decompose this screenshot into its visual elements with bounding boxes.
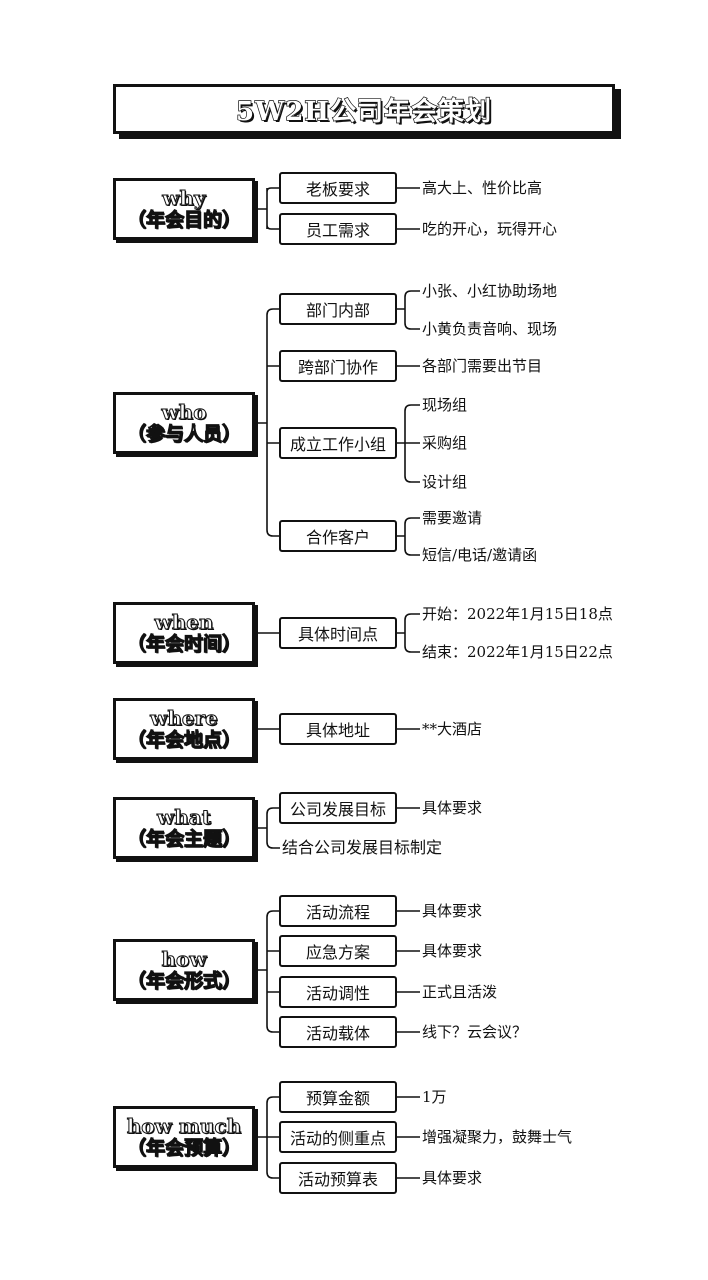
leaf-text: 线下？云会议？ (422, 1023, 528, 1041)
leaf-text: 开始：2022年1月15日18点 (422, 605, 613, 623)
node-activity-tone: 活动调性 (279, 976, 397, 1008)
node-label: 应急方案 (305, 943, 370, 962)
node-specific-address: 具体地址 (279, 713, 397, 745)
node-working-group: 成立工作小组 (279, 427, 397, 459)
node-employee-needs: 员工需求 (279, 213, 397, 245)
node-label: 活动流程 (305, 903, 370, 922)
category-when: when （年会时间） (113, 602, 255, 664)
node-activity-focus: 活动的侧重点 (279, 1121, 397, 1153)
leaf-text: 需要邀请 (422, 509, 483, 527)
node-label: 活动调性 (305, 984, 370, 1003)
node-label: 预算金额 (305, 1089, 370, 1108)
node-partner-clients: 合作客户 (279, 520, 397, 552)
leaf-text: 具体要求 (422, 902, 483, 920)
leaf-text: 吃的开心，玩得开心 (422, 220, 558, 238)
leaf-text: 1万 (422, 1088, 447, 1106)
leaf-text: 具体要求 (422, 799, 483, 817)
category-how: how （年会形式） (113, 939, 255, 1001)
node-activity-medium: 活动载体 (279, 1016, 397, 1048)
leaf-text: 各部门需要出节目 (422, 357, 543, 375)
node-contingency-plan: 应急方案 (279, 935, 397, 967)
leaf-text: 现场组 (422, 396, 468, 414)
node-label: 具体地址 (305, 721, 370, 740)
category-label-en: how (161, 947, 207, 971)
node-cross-department: 跨部门协作 (279, 350, 397, 382)
node-label: 具体时间点 (297, 625, 378, 644)
leaf-text: 采购组 (422, 434, 468, 452)
category-what: what （年会主题） (113, 797, 255, 859)
leaf-text: 短信/电话/邀请函 (422, 546, 538, 564)
node-label: 跨部门协作 (297, 358, 378, 377)
node-label: 部门内部 (305, 301, 370, 320)
category-label-en: why (162, 186, 206, 210)
category-who: who （参与人员） (113, 392, 255, 454)
leaf-text: 增强凝聚力，鼓舞士气 (422, 1128, 573, 1146)
leaf-text: 设计组 (422, 473, 468, 491)
node-budget-sheet: 活动预算表 (279, 1162, 397, 1194)
category-label-en: where (150, 706, 219, 730)
node-company-goals: 公司发展目标 (279, 792, 397, 824)
category-label-cn: （年会地点） (126, 729, 241, 752)
category-label-cn: （年会预算） (126, 1137, 241, 1160)
category-label-en: how much (126, 1114, 242, 1138)
leaf-text: 具体要求 (422, 942, 483, 960)
category-label-en: what (157, 805, 212, 829)
node-label: 员工需求 (305, 221, 370, 240)
node-label: 活动载体 (305, 1024, 370, 1043)
leaf-text: 小张、小红协助场地 (422, 282, 558, 300)
node-label: 成立工作小组 (289, 435, 386, 454)
leaf-text: 高大上、性价比高 (422, 179, 543, 197)
node-label: 活动的侧重点 (289, 1129, 386, 1148)
node-internal-department: 部门内部 (279, 293, 397, 325)
category-label-cn: （年会主题） (126, 828, 241, 851)
node-label: 公司发展目标 (289, 800, 386, 819)
category-label-en: who (161, 400, 207, 424)
leaf-text: 正式且活泼 (422, 983, 498, 1001)
node-label: 活动预算表 (297, 1170, 378, 1189)
node-boss-requirements: 老板要求 (279, 172, 397, 204)
node-specific-time: 具体时间点 (279, 617, 397, 649)
node-label: 合作客户 (305, 528, 370, 547)
leaf-text: 小黄负责音响、现场 (422, 320, 558, 338)
leaf-text: 具体要求 (422, 1169, 483, 1187)
leaf-text: 结束：2022年1月15日22点 (422, 643, 613, 661)
node-label: 老板要求 (305, 180, 370, 199)
category-why: why （年会目的） (113, 178, 255, 240)
category-how-much: how much （年会预算） (113, 1106, 255, 1168)
title-banner: 5W2H公司年会策划 (113, 84, 615, 134)
node-activity-flow: 活动流程 (279, 895, 397, 927)
page-title: 5W2H公司年会策划 (235, 96, 492, 127)
category-where: where （年会地点） (113, 698, 255, 760)
category-label-cn: （年会目的） (126, 209, 241, 232)
node-budget-amount: 预算金额 (279, 1081, 397, 1113)
leaf-text: 结合公司发展目标制定 (282, 838, 443, 857)
category-label-cn: （参与人员） (126, 423, 241, 446)
category-label-en: when (154, 610, 214, 634)
category-label-cn: （年会形式） (126, 970, 241, 993)
leaf-text: **大酒店 (422, 720, 483, 738)
category-label-cn: （年会时间） (126, 633, 241, 656)
